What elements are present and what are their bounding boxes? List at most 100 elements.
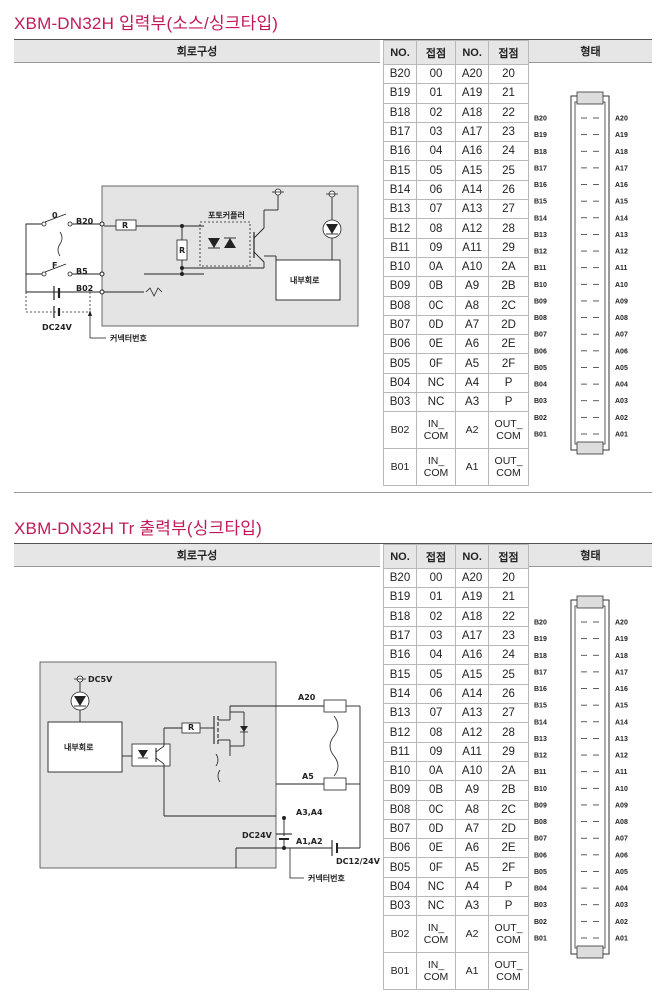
connector-pin-label: A06 [615,348,628,355]
pin-number-cell: A6 [455,334,490,355]
connector-pin-label: B14 [534,215,547,222]
output-circuit-svg: DC5V 내부회로 R A20 A5 A3,A4 A1,A2 DC24V DC1… [39,661,381,883]
pin-number-cell: A11 [455,741,490,762]
connector-pin-label: B03 [534,398,547,405]
contact-cell: 23 [488,625,529,647]
connector-pin-label: B16 [534,686,547,693]
pin-number-cell: B15 [383,160,417,181]
connector-pin-label: B14 [534,719,547,726]
contact-cell: 0B [415,780,457,801]
internal-circuit-label: 내부회로 [64,742,94,752]
contact-cell: 20 [488,567,529,589]
contact-cell: 01 [415,83,457,104]
connector-pin-label: B01 [534,432,547,439]
pin-number-cell: B09 [383,276,417,297]
pin-b02-label: B02 [76,284,93,293]
pin-b5-label: B5 [76,267,88,276]
pin-a12-label: A1,A2 [296,837,323,846]
pin-number-cell: A7 [455,314,490,336]
section-bottom-rule [14,492,652,493]
connector-pin-label: B12 [534,249,547,256]
connector-pin-label: B09 [534,298,547,305]
pin-number-cell: A20 [455,567,490,589]
contact-cell: 25 [488,664,529,685]
contact-cell: 06 [415,683,457,705]
pin-number-cell: A13 [455,199,490,220]
contact-cell: 07 [415,703,457,724]
pin-number-cell: B14 [383,683,417,705]
connector-pin-label: B07 [534,836,547,843]
contact-cell: 08 [415,722,457,743]
connector-pin-label: A07 [615,836,628,843]
pin-number-cell: B16 [383,141,417,162]
contact-header-2: 접점 [488,544,529,569]
pin-number-cell: A18 [455,606,490,627]
contact-cell: 2B [488,276,529,297]
dc24v-label: DC24V [242,831,273,840]
connector-pin-label: A03 [615,902,628,909]
connector-latch [576,595,604,609]
connector-pin-label: A13 [615,232,628,239]
connector-pin-label: B20 [534,620,547,627]
contact-header-2: 접점 [488,40,529,65]
contact-cell: 06 [415,179,457,201]
connector-pin-label: A05 [615,869,628,876]
pin-number-cell: A8 [455,799,490,820]
pin-number-cell: A4 [455,876,490,898]
pin-number-cell: A10 [455,760,490,782]
pin-number-cell: B18 [383,606,417,627]
connector-pin-label: B17 [534,669,547,676]
contact-cell: 05 [415,160,457,181]
connector-pin-label: B12 [534,753,547,760]
contact-cell: 00 [415,63,457,85]
contact-cell: 07 [415,199,457,220]
connector-number-label: 커넥터번호 [308,873,345,883]
connector-pin-label: B13 [534,232,547,239]
contact-cell: 0C [415,799,457,820]
contact-cell: NC [415,372,457,394]
pin-number-cell: B09 [383,780,417,801]
pin-number-cell: B04 [383,876,417,898]
connector-pin-label: A20 [615,116,628,123]
connector-pin-label: A19 [615,636,628,643]
connector-pin-label: A15 [615,703,628,710]
pin-number-cell: A10 [455,256,490,278]
contact-cell: OUT_ COM [488,448,529,487]
connector-pin-label: A12 [615,249,628,256]
pin-number-cell: B18 [383,102,417,123]
output-circuit-diagram: DC5V 내부회로 R A20 A5 A3,A4 A1,A2 DC24V DC1… [14,566,381,996]
contact-cell: 0D [415,818,457,840]
no-header-2: NO. [455,544,490,569]
contact-cell: 0F [415,353,457,374]
pin-number-cell: A19 [455,83,490,104]
pin-number-cell: B15 [383,664,417,685]
photocoupler-label: 포토커플러 [208,210,245,220]
pin-a5-label: A5 [302,772,314,781]
contact-cell: P [488,876,529,898]
input-section: XBM-DN32H 입력부(소스/싱크타입) 회로구성 [0,0,660,495]
shape-header: 형태 [529,40,652,63]
resistor-label: R [122,221,128,230]
pin-number-cell: A13 [455,703,490,724]
pin-number-cell: B01 [383,952,417,991]
connector-pin-label: A10 [615,786,628,793]
pin-number-cell: A4 [455,372,490,394]
contact-cell: 2C [488,799,529,820]
contact-cell: 20 [488,63,529,85]
contact-cell: 2F [488,857,529,878]
module-box [101,185,359,327]
contact-cell: P [488,896,529,917]
contact-cell: 00 [415,567,457,589]
pin-number-cell: A1 [455,448,490,487]
connector-pin-label: A18 [615,149,628,156]
contact-cell: 24 [488,141,529,162]
connector-pin-label: A10 [615,282,628,289]
pin-number-cell: B05 [383,857,417,878]
pin-number-cell: A15 [455,160,490,181]
